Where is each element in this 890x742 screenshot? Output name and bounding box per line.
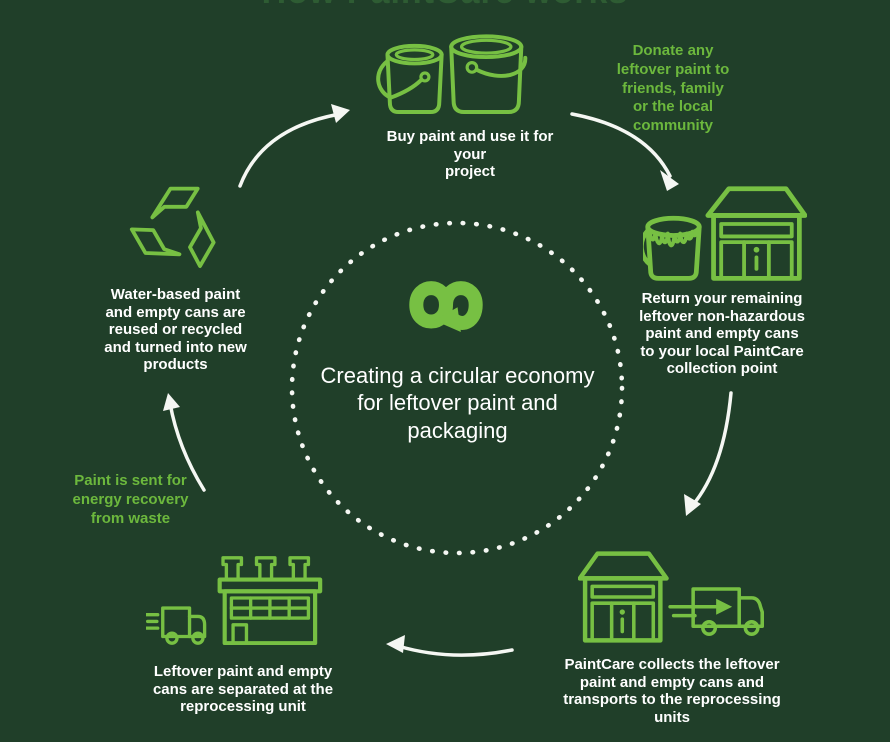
arrow-buy-to-return-icon [570, 112, 679, 191]
dripping-paint-can [643, 215, 702, 281]
recycle-arrows [129, 186, 216, 268]
arrow-return-to-collect-icon [684, 391, 733, 516]
dotted-circle [289, 220, 625, 556]
truck-and-factory-icon [146, 556, 323, 645]
storefront [705, 186, 807, 281]
factory-building [217, 556, 323, 645]
page-title: How PaintCare works [0, 0, 890, 9]
small-paint-can [376, 43, 444, 115]
paint-cans-icon [376, 34, 528, 115]
step-return-label: Return your remaining leftover non-hazar… [639, 290, 805, 378]
delivery-truck [146, 606, 207, 645]
arrow-collect-to-separate-icon [386, 635, 514, 657]
delivery-truck [668, 587, 764, 636]
page-title-clipped-region: How PaintCare works [0, 0, 890, 9]
storefront [578, 551, 669, 643]
energy-note: Paint is sent for energy recovery from w… [72, 472, 189, 527]
donate-note: Donate any leftover paint to friends, fa… [616, 42, 730, 134]
arrow-reuse-to-buy-icon [238, 104, 350, 188]
paint-can-and-store-icon [643, 186, 807, 281]
step-collect-label: PaintCare collects the leftover paint an… [563, 656, 781, 726]
step-reuse-label: Water-based paint and empty cans are reu… [104, 286, 247, 374]
recycle-icon [129, 186, 216, 268]
step-buy-label: Buy paint and use it for your project [386, 128, 554, 181]
chimneys [221, 556, 311, 582]
store-and-truck-icon [578, 551, 764, 643]
center-heading: Creating a circular economy for leftover… [320, 363, 595, 443]
arrow-separate-to-reuse-icon [163, 393, 206, 492]
step-separate-label: Leftover paint and empty cans are separa… [152, 663, 334, 716]
large-paint-can [449, 34, 528, 115]
infinity-arrow-logo [409, 281, 483, 333]
